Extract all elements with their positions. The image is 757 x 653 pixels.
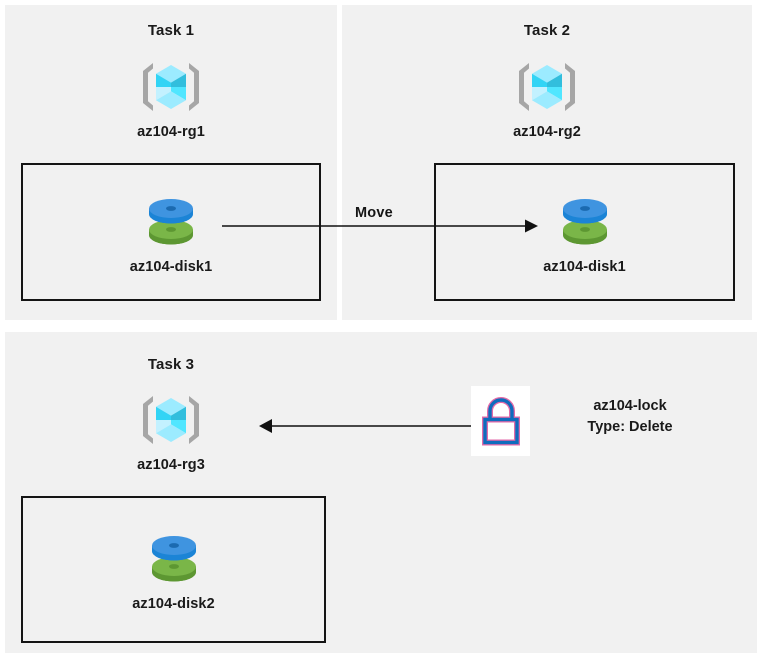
move-arrow xyxy=(222,219,538,233)
resource-group-3-label: az104-rg3 xyxy=(137,457,205,473)
lock-type: Type: Delete xyxy=(587,419,673,436)
move-connector-label: Move xyxy=(355,205,393,221)
resource-group-2[interactable]: az104-rg2 xyxy=(342,57,752,140)
disk-3-label: az104-disk2 xyxy=(132,596,215,612)
azure-managed-disk-icon xyxy=(151,536,196,582)
task-3-title: Task 3 xyxy=(147,356,195,373)
panel-task-1: Task 1 az104-rg1 xyxy=(5,5,337,320)
lock-name: az104-lock xyxy=(593,398,667,414)
resource-group-2-label: az104-rg2 xyxy=(513,124,581,140)
lock-tile[interactable] xyxy=(471,386,530,456)
disk-1[interactable]: az104-disk1 xyxy=(23,191,319,275)
azure-resource-group-icon xyxy=(143,396,199,444)
panel-task-2: Task 2 az104-rg2 xyxy=(342,5,752,320)
task-2-title: Task 2 xyxy=(523,22,571,39)
resource-box-task-3: az104-disk2 xyxy=(21,496,326,643)
resource-group-1-label: az104-rg1 xyxy=(137,124,205,140)
resource-group-1[interactable]: az104-rg1 xyxy=(5,57,337,140)
azure-managed-disk-icon xyxy=(562,199,607,245)
resource-group-3[interactable]: az104-rg3 xyxy=(5,390,337,473)
disk-2[interactable]: az104-disk1 xyxy=(436,191,733,275)
lock-arrow xyxy=(259,419,475,433)
lock-caption: az104-lock Type: Delete xyxy=(535,396,725,438)
disk-1-label: az104-disk1 xyxy=(129,259,213,275)
lock-icon xyxy=(481,397,520,446)
azure-resource-group-icon xyxy=(143,63,199,111)
azure-resource-group-icon xyxy=(519,63,575,111)
resource-box-task-1: az104-disk1 xyxy=(21,163,321,301)
disk-2-label: az104-disk1 xyxy=(543,259,626,275)
panel-task-3: Task 3 az104-rg3 xyxy=(5,332,757,653)
resource-box-task-2: az104-disk1 xyxy=(434,163,735,301)
azure-managed-disk-icon xyxy=(149,199,193,245)
disk-3[interactable]: az104-disk2 xyxy=(23,528,324,612)
task-1-title: Task 1 xyxy=(147,22,195,39)
